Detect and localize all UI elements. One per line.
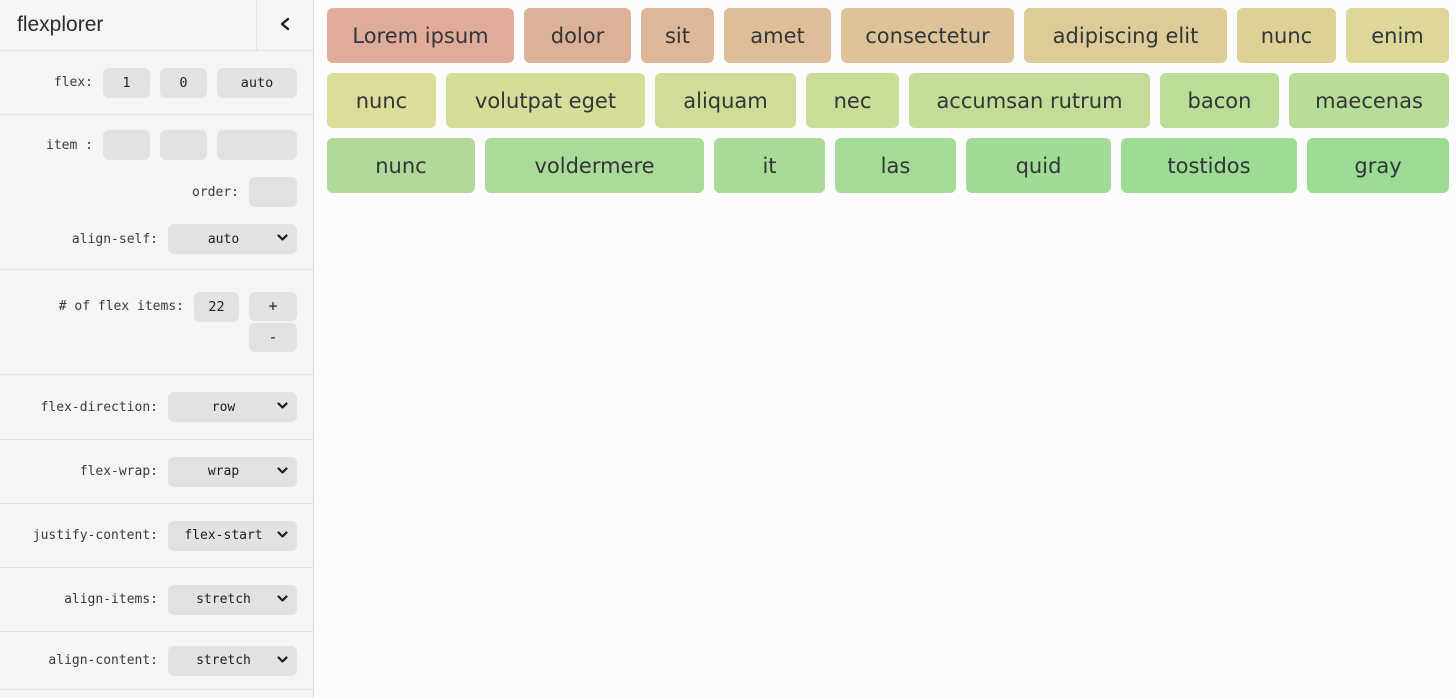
count-label: # of flex items: xyxy=(58,299,184,314)
align-content-select[interactable]: stretch xyxy=(168,645,297,676)
align-items-label: align-items: xyxy=(64,592,158,607)
sidebar: flexplorer flex: item : order: align-sel… xyxy=(0,0,314,698)
app-title: flexplorer xyxy=(17,13,104,36)
flex-item: tostidos xyxy=(1121,138,1297,193)
flex-shrink-input[interactable] xyxy=(160,67,207,98)
flex-item: volutpat eget xyxy=(446,73,645,128)
flex-wrap-label: flex-wrap: xyxy=(79,464,158,479)
flex-item: amet xyxy=(724,8,831,63)
chevron-left-icon xyxy=(280,17,290,34)
increment-items-button[interactable]: + xyxy=(249,292,297,321)
flex-item: Lorem ipsum xyxy=(327,8,514,63)
flex-item: consectetur xyxy=(841,8,1014,63)
flex-item: voldermere xyxy=(485,138,704,193)
flex-grow-input[interactable] xyxy=(103,67,150,98)
flex-basis-input[interactable] xyxy=(217,67,297,98)
align-self-select[interactable]: auto xyxy=(168,224,297,254)
sidebar-footer-space xyxy=(0,690,313,698)
order-label: order: xyxy=(192,184,239,200)
flex-label: flex: xyxy=(53,75,93,90)
flex-wrap-select[interactable]: wrap xyxy=(168,456,297,487)
flex-item: bacon xyxy=(1160,73,1279,128)
section-item: item : order: align-self: auto xyxy=(0,115,313,270)
flex-item: gray xyxy=(1307,138,1449,193)
flex-item: adipiscing elit xyxy=(1024,8,1227,63)
decrement-items-button[interactable]: - xyxy=(249,323,297,352)
flex-item: quid xyxy=(966,138,1111,193)
item-basis-input[interactable] xyxy=(217,130,297,160)
flex-item: accumsan rutrum xyxy=(909,73,1150,128)
flex-item: nunc xyxy=(327,73,436,128)
sidebar-header: flexplorer xyxy=(0,0,313,51)
collapse-sidebar-button[interactable] xyxy=(256,0,313,50)
section-justify-content: justify-content: flex-start xyxy=(0,504,313,568)
flex-item: enim xyxy=(1346,8,1449,63)
item-label: item : xyxy=(46,137,93,153)
flex-item-count-input[interactable] xyxy=(194,292,239,322)
flex-item: sit xyxy=(641,8,714,63)
align-items-select[interactable]: stretch xyxy=(168,584,297,615)
flex-item: nunc xyxy=(327,138,475,193)
align-self-label: align-self: xyxy=(71,231,158,247)
flex-direction-select[interactable]: row xyxy=(168,392,297,422)
section-flex-wrap: flex-wrap: wrap xyxy=(0,440,313,504)
section-align-items: align-items: stretch xyxy=(0,568,313,632)
justify-content-label: justify-content: xyxy=(32,528,158,543)
count-stepper: + - xyxy=(249,292,297,352)
flex-item: maecenas xyxy=(1289,73,1449,128)
section-flex-direction: flex-direction: row xyxy=(0,375,313,440)
item-shrink-input[interactable] xyxy=(160,130,207,160)
item-grow-input[interactable] xyxy=(103,130,150,160)
section-count: # of flex items: + - xyxy=(0,270,313,375)
order-input[interactable] xyxy=(249,177,297,207)
align-content-label: align-content: xyxy=(48,653,158,668)
section-flex: flex: xyxy=(0,51,313,115)
flex-item: nunc xyxy=(1237,8,1336,63)
flex-direction-label: flex-direction: xyxy=(40,399,158,415)
flex-item: dolor xyxy=(524,8,631,63)
justify-content-select[interactable]: flex-start xyxy=(168,520,297,551)
section-align-content: align-content: stretch xyxy=(0,632,313,690)
flex-item: las xyxy=(835,138,956,193)
flex-item: nec xyxy=(806,73,899,128)
flex-item: it xyxy=(714,138,825,193)
flex-item: aliquam xyxy=(655,73,796,128)
